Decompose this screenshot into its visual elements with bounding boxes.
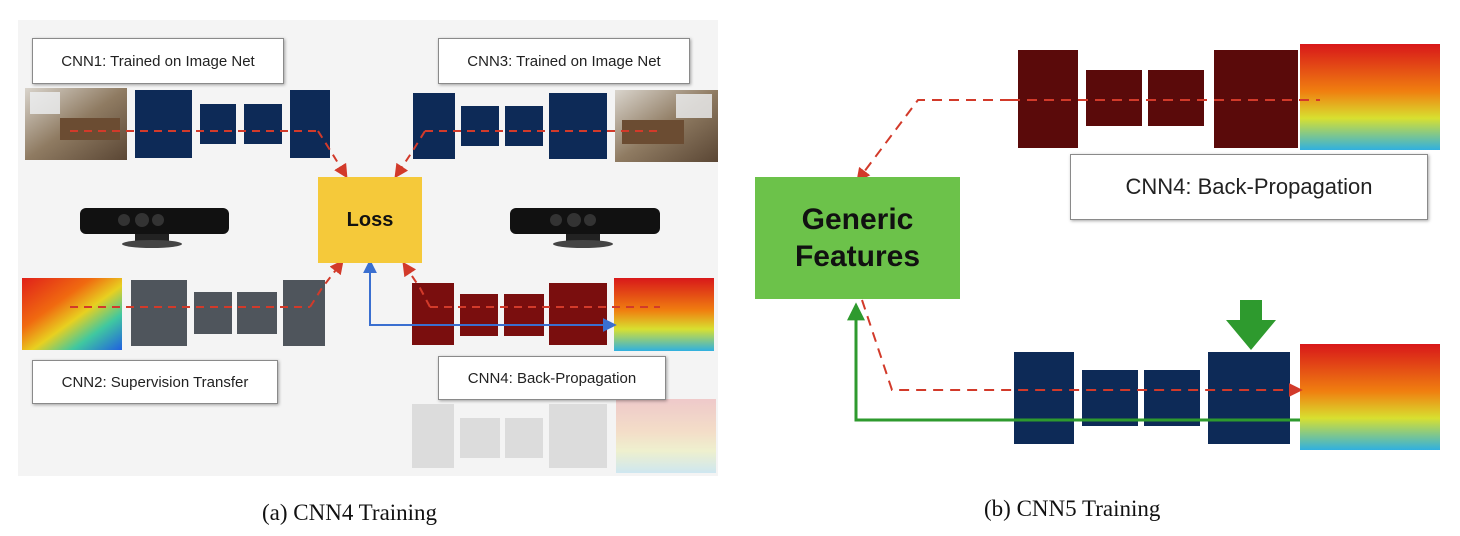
generic-features-label: Generic Features	[794, 202, 921, 274]
depth-image-right	[614, 278, 714, 351]
cnn2-block-3	[237, 292, 277, 334]
loss-backprop-arrow	[363, 259, 617, 332]
cnn1-block-1	[135, 90, 192, 158]
cnn4-block-4	[549, 283, 607, 345]
cnn2-row	[22, 259, 344, 350]
cnn4-top-block-2	[1086, 70, 1142, 126]
cnn4-label-b: CNN4: Back-Propagation	[1070, 154, 1428, 220]
cnn2-to-loss-arrow	[309, 259, 344, 308]
depth-to-generic-green-arrow	[847, 302, 1300, 422]
kinect-sensor-right	[510, 208, 660, 248]
kinect-sensor-left	[80, 208, 229, 248]
cnn1-to-loss-arrow	[317, 130, 348, 179]
panel-b	[755, 44, 1440, 450]
cnn3-block-2	[461, 106, 499, 146]
generic-to-depth-dashed-arrow	[861, 299, 1303, 397]
cnn5-block-2	[1082, 370, 1138, 426]
cnn1-row	[25, 88, 348, 179]
cnn3-block-1	[413, 93, 455, 159]
freeze-down-arrow-icon	[1226, 300, 1276, 350]
cnn3-to-loss-arrow	[394, 130, 426, 179]
depth-image-bottom	[1300, 344, 1440, 450]
cnn4-block-3	[504, 294, 544, 336]
caption-b: (b) CNN5 Training	[984, 496, 1161, 521]
cnn5-block-4	[1208, 352, 1290, 444]
cnn3-row	[394, 90, 718, 179]
loss-box	[318, 177, 422, 263]
cnn5-bottom-row	[847, 299, 1440, 450]
cnn2-block-2	[194, 292, 232, 334]
cnn1-block-4	[290, 90, 330, 158]
cnn4-top-block-3	[1148, 70, 1204, 126]
depth-image-left	[22, 278, 122, 350]
cnn2-block-4	[283, 280, 325, 346]
cnn5-block-1	[1014, 352, 1074, 444]
caption-a: (a) CNN4 Training	[262, 500, 438, 525]
cnn1-block-3	[244, 104, 282, 144]
cnn3-block-4	[549, 93, 607, 159]
cnn4-block-1	[412, 283, 454, 345]
cnn5-block-3	[1144, 370, 1200, 426]
cnn3-block-3	[505, 106, 543, 146]
cnn4-label-a: CNN4: Back-Propagation	[438, 356, 666, 400]
faded-row	[412, 399, 716, 473]
cnn4-row	[363, 259, 714, 351]
cnn1-block-2	[200, 104, 236, 144]
cnn1-label: CNN1: Trained on Image Net	[32, 38, 284, 84]
cnn2-block-1	[131, 280, 187, 346]
cnn3-label: CNN3: Trained on Image Net	[438, 38, 690, 84]
depth-image-top	[1300, 44, 1440, 150]
cnn4-top-row	[856, 44, 1440, 183]
generic-features-box	[755, 177, 960, 299]
cnn2-label: CNN2: Supervision Transfer	[32, 360, 278, 404]
loss-label: Loss	[346, 208, 394, 231]
cnn4-to-generic-arrow	[856, 99, 1010, 183]
cnn4-block-2	[460, 294, 498, 336]
